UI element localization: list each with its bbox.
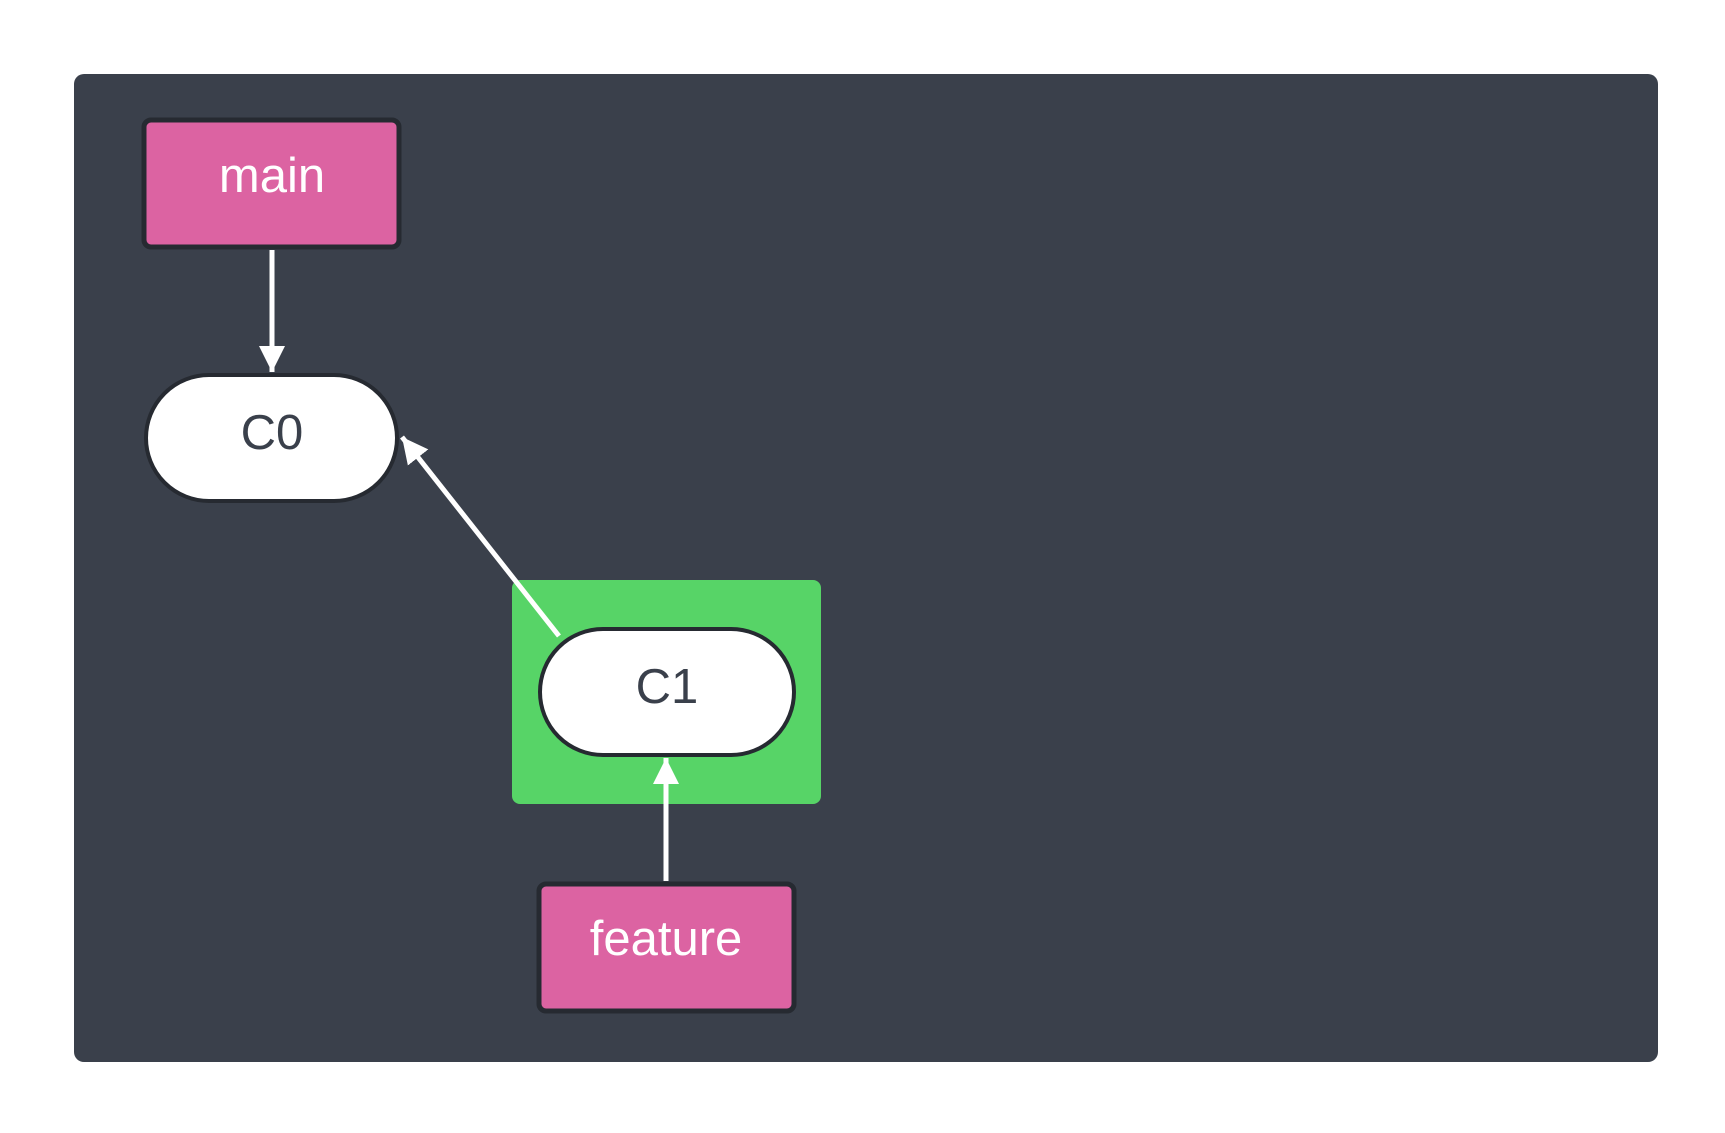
branch-node-main[interactable]: main [141, 117, 402, 250]
commit-label-C1: C1 [636, 660, 699, 714]
branch-box-main [141, 117, 402, 250]
commit-shape-C0 [144, 373, 399, 503]
edge-C1-to-C0 [400, 435, 561, 638]
diagram-panel [74, 74, 1658, 1062]
commit-label-C0: C0 [241, 406, 304, 460]
branch-label-feature: feature [590, 912, 743, 966]
commit-node-C1[interactable]: C1 [538, 627, 796, 757]
branch-box-feature [536, 881, 797, 1014]
commit-shape-C1 [538, 627, 796, 757]
branch-label-main: main [219, 149, 325, 203]
branch-node-feature[interactable]: feature [536, 881, 797, 1014]
commit-node-C0[interactable]: C0 [144, 373, 399, 503]
